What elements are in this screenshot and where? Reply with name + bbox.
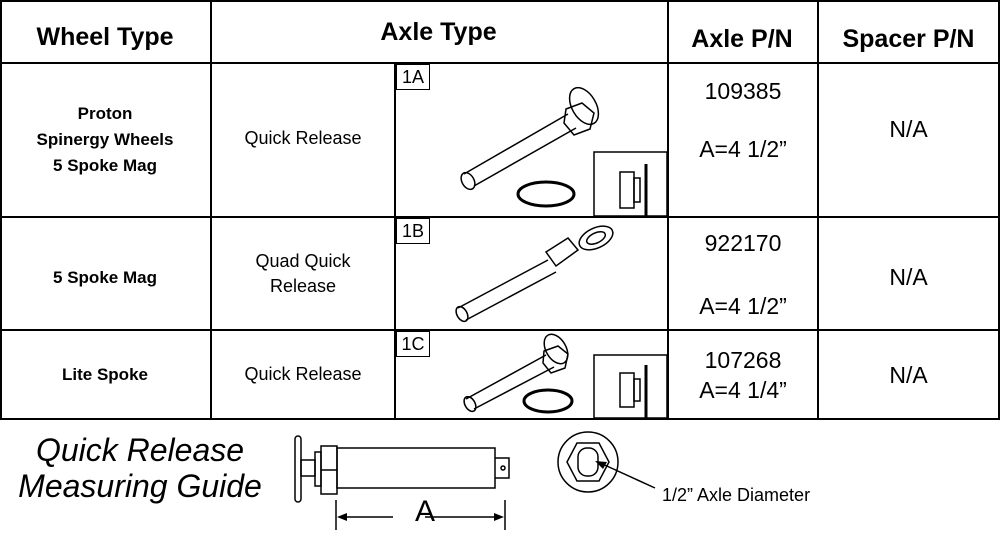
table-row-2-wheel-type: 5 Spoke Mag xyxy=(53,268,157,287)
table-row-3-wheel-type: Lite Spoke xyxy=(62,364,148,384)
dimension-a-label: A xyxy=(414,495,435,528)
row-divider xyxy=(0,216,1000,218)
table-row-1-wheel-type: Proton Spinergy Wheels 5 Spoke Mag xyxy=(0,64,210,216)
axle-type-label: Quad Quick Release xyxy=(255,250,351,296)
axle-pn-cell: 107268 A=4 1/4” xyxy=(669,331,817,418)
axle-dimension: A=4 1/2” xyxy=(699,293,787,319)
col-divider xyxy=(667,0,669,420)
spacer-pn: N/A xyxy=(889,264,928,290)
col-divider xyxy=(210,0,212,420)
quick-release-axle-illustration xyxy=(460,86,667,216)
spacer-pn: N/A xyxy=(889,361,928,388)
quick-release-axle-illustration xyxy=(463,333,667,418)
col-divider xyxy=(817,0,819,420)
axle-dimension: A=4 1/4” xyxy=(699,376,787,403)
table-border-bottom xyxy=(0,418,1000,420)
axle-end-view-diagram xyxy=(557,431,656,493)
axle-tag: 1A xyxy=(396,64,430,90)
axle-part-number: 922170 xyxy=(704,230,782,256)
wheel-type-line: 5 Spoke Mag xyxy=(53,156,157,175)
axle-part-number: 107268 xyxy=(704,346,782,373)
row-divider xyxy=(0,329,1000,331)
col-divider xyxy=(394,62,396,420)
axle-pn-cell: 922170 A=4 1/2” xyxy=(669,218,817,329)
col-divider xyxy=(0,0,2,420)
guide-title-line: Measuring Guide xyxy=(18,468,262,504)
axle-tag: 1C xyxy=(396,331,430,357)
wheel-type-line: Spinergy Wheels xyxy=(36,130,174,149)
header-axle-type: Axle Type xyxy=(380,17,497,46)
axle-measurement-diagram xyxy=(294,435,510,530)
axle-diameter-label: 1/2” Axle Diameter xyxy=(662,485,811,505)
axle-type-label: Quick Release xyxy=(244,364,362,384)
header-wheel-type: Wheel Type xyxy=(36,22,174,51)
wheel-type-line: Proton xyxy=(77,104,133,123)
header-spacer-pn: Spacer P/N xyxy=(842,24,975,53)
spacer-pn: N/A xyxy=(889,116,928,142)
header-axle-pn: Axle P/N xyxy=(691,24,793,53)
guide-title-line: Quick Release xyxy=(35,432,245,468)
col-divider xyxy=(998,0,1000,420)
measuring-guide-title: Quick Release Measuring Guide xyxy=(0,432,280,504)
axle-type-label: Quick Release xyxy=(244,127,362,148)
quad-quick-release-axle-illustration xyxy=(455,225,614,323)
axle-dimension: A=4 1/2” xyxy=(699,136,787,162)
header-divider xyxy=(0,62,1000,64)
axle-tag: 1B xyxy=(396,218,430,244)
axle-pn-cell: 109385 A=4 1/2” xyxy=(669,64,817,164)
table-border-top xyxy=(0,0,1000,2)
axle-part-number: 109385 xyxy=(704,78,782,104)
